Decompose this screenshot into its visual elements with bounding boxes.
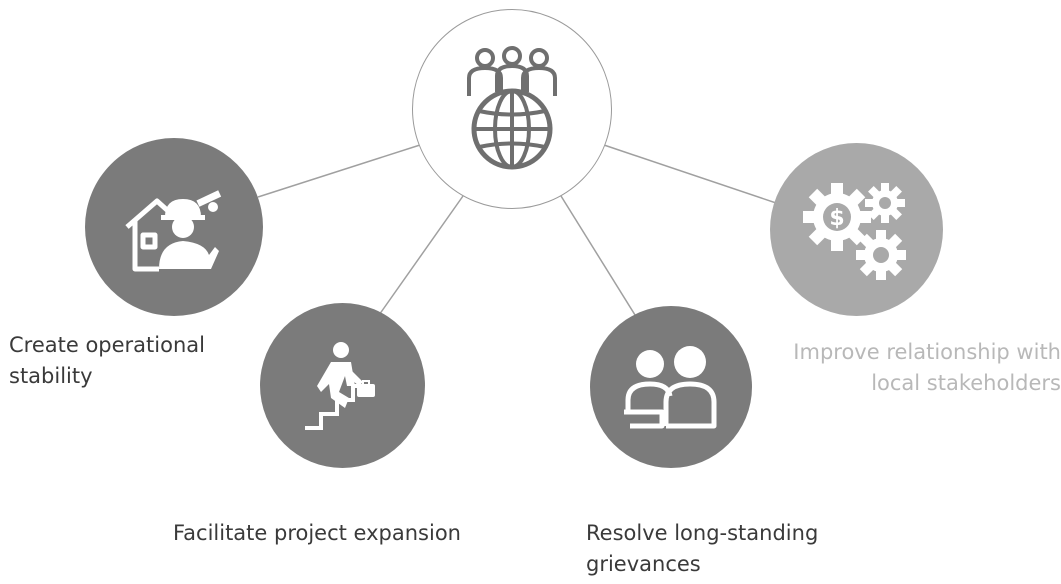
worker-house-icon bbox=[125, 190, 222, 272]
outcome-node-operational-stability bbox=[85, 138, 263, 316]
outcome-node-stakeholder-relationship: $ bbox=[770, 143, 943, 316]
label-resolve-grievances: Resolve long-standing grievances bbox=[586, 521, 819, 576]
label-project-expansion: Facilitate project expansion bbox=[173, 521, 461, 545]
outcome-node-project-expansion bbox=[260, 303, 425, 468]
connector-line bbox=[603, 144, 783, 206]
businessman-stairs-icon bbox=[304, 341, 375, 430]
outcome-node-resolve-grievances bbox=[590, 306, 752, 468]
connector-line bbox=[560, 195, 641, 324]
globe-with-people-icon bbox=[467, 46, 557, 170]
connector-line bbox=[257, 144, 421, 198]
label-operational-stability: Create operational stability bbox=[9, 333, 205, 388]
svg-text:$: $ bbox=[829, 206, 844, 231]
meeting-people-icon bbox=[624, 346, 717, 429]
dollar-gears-icon: $ bbox=[802, 182, 906, 280]
center-node bbox=[412, 9, 612, 209]
connector-line bbox=[371, 195, 464, 326]
label-stakeholder-relationship: Improve relationship with local stakehol… bbox=[793, 340, 1061, 395]
